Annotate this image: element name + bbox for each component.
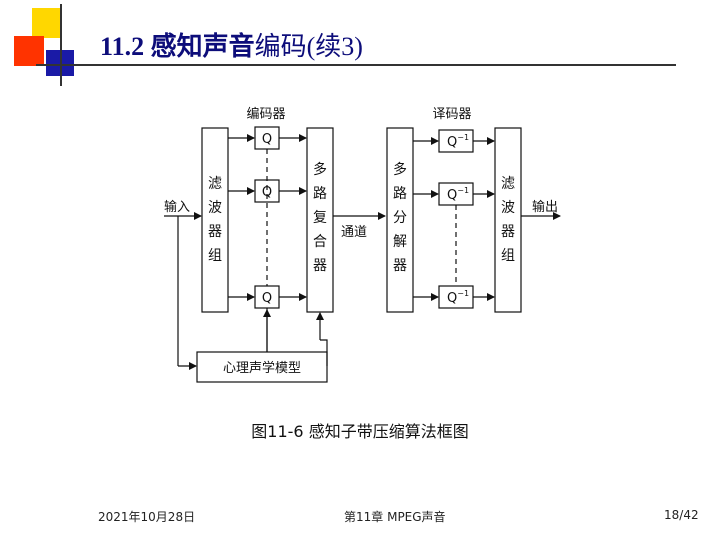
mux-char-3: 复	[313, 209, 327, 226]
decoder-filter-char-1: 滤	[501, 176, 515, 192]
encoder-filter-bank	[202, 128, 228, 312]
quantizer-bottom-label: Q	[262, 291, 272, 306]
demux-char-5: 器	[393, 258, 407, 274]
encoder-filter-char-3: 器	[208, 224, 222, 240]
encoder-filter-char-1: 滤	[208, 176, 222, 192]
quantizer-top-label: Q	[262, 132, 272, 147]
decoder-label: 译码器	[432, 107, 471, 122]
decoder-filter-char-3: 器	[501, 224, 515, 240]
decoder-filter-bank	[495, 128, 521, 312]
mux-char-4: 合	[313, 234, 327, 250]
psychoacoustic-model-label: 心理声学模型	[223, 360, 301, 376]
footer-chapter: 第11章 MPEG声音	[344, 508, 446, 525]
figure-caption: 图11-6 感知子带压缩算法框图	[0, 418, 720, 442]
demux-char-1: 多	[393, 161, 407, 178]
mux-char-1: 多	[313, 161, 327, 178]
mux-char-2: 路	[313, 186, 327, 202]
input-label: 输入	[164, 199, 190, 215]
footer-date: 2021年10月28日	[98, 508, 195, 525]
decoder-filter-char-2: 波	[501, 200, 515, 216]
demux-char-3: 分	[393, 210, 407, 226]
demux-char-2: 路	[393, 186, 407, 202]
output-label: 输出	[532, 199, 558, 215]
mux-char-5: 器	[313, 258, 327, 274]
channel-label: 通道	[341, 225, 367, 240]
encoder-filter-char-2: 波	[208, 200, 222, 216]
demux-char-4: 解	[393, 234, 407, 250]
decoder-filter-char-4: 组	[501, 248, 515, 264]
footer-page-number: 18/42	[664, 508, 699, 522]
encoder-label: 编码器	[246, 107, 285, 122]
encoder-filter-char-4: 组	[208, 248, 222, 264]
